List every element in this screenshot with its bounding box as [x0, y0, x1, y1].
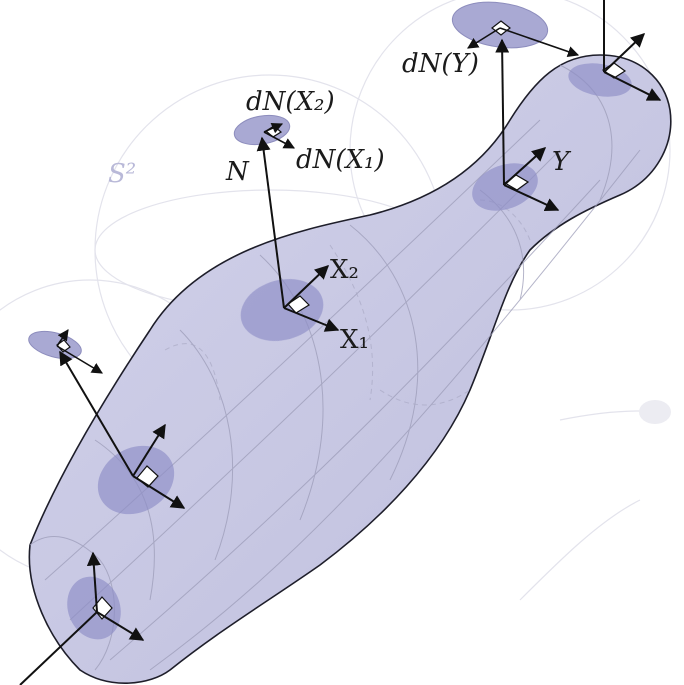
sphere-patch-left: [28, 330, 82, 360]
right-angle-center: [287, 295, 310, 314]
sphere-stroke-faint-2: [519, 499, 641, 601]
tangent-arrow-neck-right: [503, 184, 560, 212]
sphere-left-arrow-right: [56, 345, 103, 374]
tangent-arrow-top-up: [603, 33, 646, 73]
label-N: N: [225, 157, 250, 187]
patch-center: [240, 279, 324, 341]
label-dN-X2: dN(X₂): [246, 87, 335, 117]
sphere-right-arrow-left: [467, 27, 501, 49]
label-dN-X1: dN(X₁): [296, 145, 385, 175]
sphere-dot: [639, 400, 671, 424]
surface-grid: [29, 64, 641, 671]
normal-arrow-N: [256, 136, 285, 309]
normal-arrow-neck: [495, 38, 510, 186]
tangent-arrow-X2: [283, 265, 330, 309]
label-S2: S²: [108, 159, 136, 189]
patch-left: [97, 445, 175, 515]
tangent-arrow-bottom-right: [96, 611, 145, 641]
normal-arrow-left: [59, 350, 134, 477]
tangent-arrow-bottom-up: [86, 551, 101, 613]
tangent-arrow-left-right: [132, 475, 186, 509]
tangent-arrow-left-up: [132, 423, 166, 477]
dN-Y-arrow: [499, 27, 580, 57]
tangent-arrow-X1: [283, 307, 340, 332]
label-dN-Y: dN(Y): [402, 49, 479, 79]
surface-body: [28, 54, 672, 684]
tangent-arrow-top-right: [603, 71, 662, 101]
patch-neck: [472, 163, 538, 211]
dN-X1-arrow: [263, 131, 295, 149]
label-X1: X₁: [340, 325, 369, 355]
tangent-arrow-Y: [503, 147, 547, 186]
label-X2: X₂: [330, 255, 359, 285]
sphere-left-arrow-up: [56, 329, 69, 347]
label-Y: Y: [552, 147, 572, 177]
dN-X2-arrow: [263, 122, 284, 134]
right-angle-sphere-left: [56, 339, 71, 353]
hidden-grid: [164, 199, 531, 406]
surface-patches: [67, 63, 632, 640]
unit-sphere-right: [349, 0, 671, 311]
labels: dN(X₂) dN(X₁) N S² X₂ X₁ dN(Y) Y: [108, 49, 572, 355]
normal-line-bottom: [19, 611, 98, 685]
vectors: [19, 0, 662, 685]
